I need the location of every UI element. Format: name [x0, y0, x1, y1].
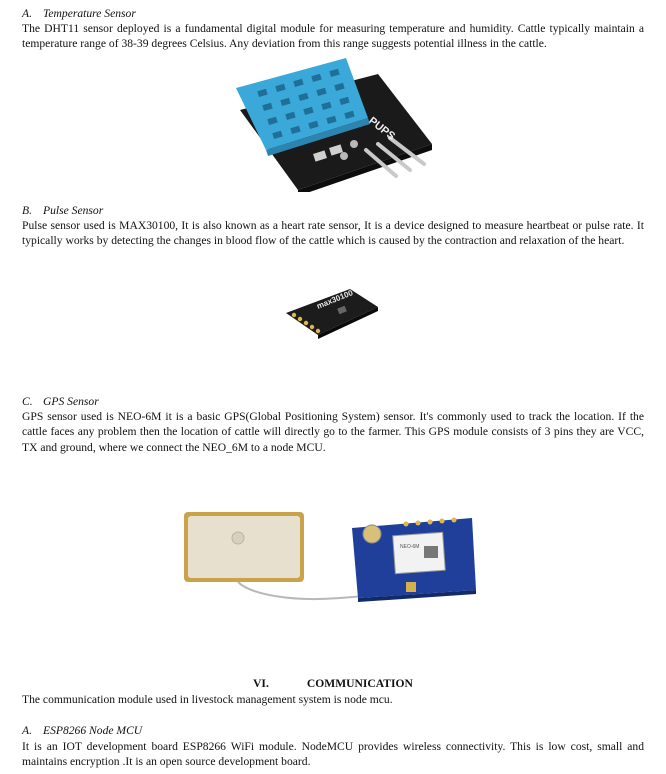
- dht11-housing: [236, 58, 368, 150]
- max30100-chip: [337, 305, 347, 315]
- paragraph-esp8266: It is an IOT development board ESP8266 W…: [22, 740, 644, 769]
- paragraph-temperature: The DHT11 sensor deployed is a fundament…: [22, 22, 644, 51]
- subsection-title: ESP8266 Node MCU: [43, 724, 143, 737]
- patch-antenna: [188, 516, 300, 578]
- subsection-number: C.: [22, 395, 33, 408]
- subsection-heading-temperature: A. Temperature Sensor: [22, 6, 136, 21]
- subsection-title: Pulse Sensor: [43, 204, 104, 217]
- dht11-sensor-figure: PUPS: [236, 58, 432, 192]
- section-title: COMMUNICATION: [306, 677, 413, 690]
- dht11-vent-grid: [257, 68, 355, 139]
- max30100-board: [286, 289, 378, 335]
- section-number: VI.: [253, 677, 269, 690]
- max30100-pads: [291, 312, 321, 334]
- backup-battery: [362, 524, 382, 544]
- subsection-number: A.: [22, 724, 32, 737]
- gps-header-pins: [403, 517, 457, 527]
- dht11-pins: [364, 136, 426, 178]
- antenna-connector: [406, 582, 416, 592]
- neo6m-gps-figure: NEO-6M: [184, 512, 476, 602]
- max30100-sensor-figure: max30100: [286, 288, 378, 339]
- antenna-feed-point: [231, 531, 245, 545]
- paragraph-gps: GPS sensor used is NEO-6M it is a basic …: [22, 410, 644, 454]
- subsection-heading-esp8266: A. ESP8266 Node MCU: [22, 723, 142, 738]
- paragraph-pulse: Pulse sensor used is MAX30100, It is als…: [22, 219, 644, 248]
- subsection-number: B.: [22, 204, 32, 217]
- neo6m-chip-label: NEO-6M: [400, 544, 419, 550]
- subsection-heading-gps: C. GPS Sensor: [22, 394, 99, 409]
- subsection-heading-pulse: B. Pulse Sensor: [22, 203, 103, 218]
- neo6m-module: [392, 531, 446, 575]
- subsection-title: Temperature Sensor: [43, 7, 136, 20]
- subsection-title: GPS Sensor: [43, 395, 99, 408]
- subsection-number: A.: [22, 7, 32, 20]
- paragraph-communication: The communication module used in livesto…: [22, 693, 393, 706]
- section-heading-communication: VI. COMMUNICATION: [0, 676, 666, 691]
